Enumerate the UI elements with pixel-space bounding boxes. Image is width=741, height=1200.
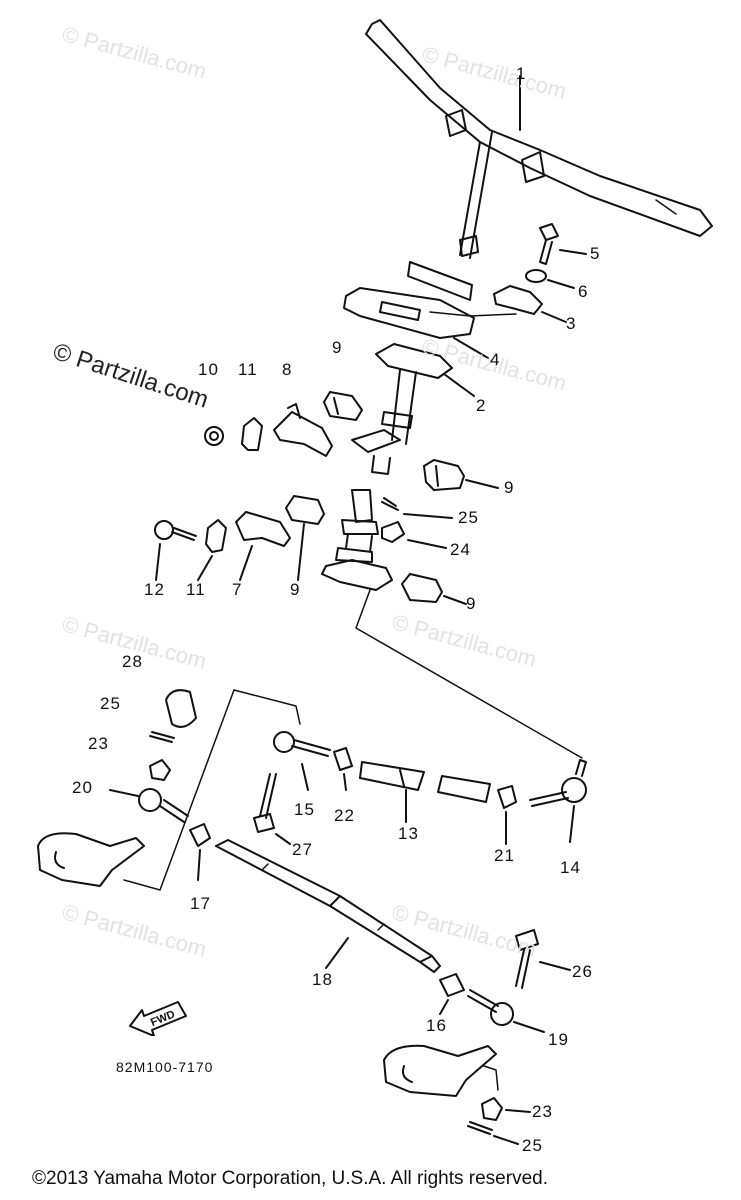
collar-part-10 — [204, 426, 224, 446]
leader-lines — [123, 589, 583, 891]
cotter-pin-part-25-upper — [381, 497, 453, 519]
washer-part-6 — [525, 269, 575, 289]
bolt-part-12 — [154, 520, 197, 581]
bracket-part-8 — [273, 403, 333, 457]
nut-part-23-left — [149, 759, 171, 781]
callout-label: 16 — [426, 1016, 447, 1035]
nut-part-21 — [497, 785, 517, 845]
holder-plate-part-4 — [343, 287, 517, 359]
callout-label: 12 — [144, 580, 165, 599]
bracket-part-7 — [235, 511, 291, 581]
callout-label: 7 — [232, 580, 243, 599]
nut-part-23-right — [481, 1097, 531, 1121]
callout-label: 26 — [572, 962, 593, 981]
part-code: 82M100-7170 — [116, 1059, 214, 1075]
callout-label: 21 — [494, 846, 515, 865]
callout-label: 11 — [186, 580, 206, 599]
steering-column-part-2 — [351, 343, 475, 475]
callout-label: 8 — [282, 360, 293, 379]
callout-label: 2 — [476, 396, 487, 415]
cotter-pin-part-25-right — [467, 1121, 519, 1145]
cotter-pin-part-25-left — [149, 731, 175, 743]
callout-label: 9 — [332, 338, 343, 357]
bushing-part-9-lower-left — [285, 495, 325, 581]
callout-label: 9 — [290, 580, 301, 599]
callout-label: 28 — [122, 652, 143, 671]
callout-label: 24 — [450, 540, 471, 559]
tie-rod-end-part-14 — [529, 759, 587, 843]
callout-label: 27 — [292, 840, 313, 859]
clamp-part-3 — [493, 285, 567, 323]
tie-rod-end-part-15 — [273, 731, 331, 791]
callout-label: 6 — [578, 282, 589, 301]
callout-label: 25 — [100, 694, 121, 713]
plate-part-11-upper — [241, 417, 263, 451]
tie-rod-end-part-19 — [467, 989, 545, 1033]
nut-part-24 — [381, 521, 447, 549]
bolt-part-27 — [253, 773, 291, 845]
rod-segment — [437, 775, 491, 803]
callout-label: 25 — [522, 1136, 543, 1155]
callout-label: 23 — [88, 734, 109, 753]
nut-part-22 — [333, 747, 353, 791]
shaft-part-18 — [215, 839, 441, 973]
knuckle-arm-left — [37, 832, 145, 887]
sleeve-part-13 — [359, 761, 425, 823]
copyright-notice: ©2013 Yamaha Motor Corporation, U.S.A. A… — [32, 1168, 548, 1189]
handlebar-part — [365, 19, 713, 301]
callout-label: 23 — [532, 1102, 553, 1121]
bolt-part-5 — [539, 223, 587, 265]
callout-label: 9 — [466, 594, 477, 613]
callout-label: 13 — [398, 824, 419, 843]
callout-label: 19 — [548, 1030, 569, 1049]
callout-label: 9 — [504, 478, 515, 497]
nut-part-16 — [439, 973, 465, 1015]
callout-label: 17 — [190, 894, 211, 913]
callout-label: 14 — [560, 858, 581, 877]
knuckle-arm-right — [383, 1044, 499, 1097]
bushing-part-9-lower-right — [401, 573, 467, 605]
callout-label: 1 — [516, 64, 527, 83]
callout-label: 22 — [334, 806, 355, 825]
steering-column-lower — [321, 489, 393, 591]
callout-label: 25 — [458, 508, 479, 527]
callout-label: 15 — [294, 800, 315, 819]
callout-label: 5 — [590, 244, 601, 263]
callout-label: 10 — [198, 360, 219, 379]
callout-label: 3 — [566, 314, 577, 333]
callout-label: 20 — [72, 778, 93, 797]
bolt-part-26 — [515, 929, 571, 989]
callout-label: 4 — [490, 350, 501, 369]
callout-label: 11 — [238, 360, 258, 379]
bushing-part-9-right-upper — [423, 459, 499, 491]
tie-rod-end-part-20 — [109, 788, 189, 823]
nut-part-17 — [189, 823, 211, 881]
plate-part-11-lower — [197, 519, 227, 581]
bushing-part-9-upper — [323, 391, 363, 421]
forward-arrow-icon: FWD — [129, 1001, 187, 1036]
callout-label: 18 — [312, 970, 333, 989]
cap-part-28 — [165, 689, 197, 728]
